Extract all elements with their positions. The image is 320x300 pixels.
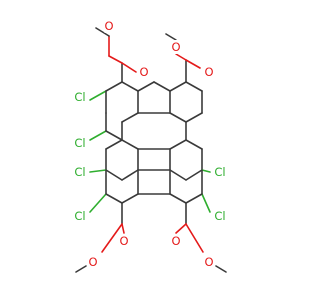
bond-18 <box>185 81 203 92</box>
bond-16 <box>153 81 171 92</box>
bond-8 <box>121 112 139 123</box>
atom-label-bg-o-ester-4a <box>171 234 181 248</box>
bond-26 <box>165 33 177 41</box>
bond-59 <box>75 265 87 273</box>
atom-label-bg-cl-5 <box>212 209 228 223</box>
bond-21 <box>169 112 187 123</box>
atom-label-bg-cl-3 <box>212 165 228 179</box>
atom-label-bg-o-ester-2b <box>204 65 214 79</box>
bond-58 <box>101 223 123 253</box>
bond-48 <box>121 193 139 204</box>
atom-label-bg-o-ester-1b <box>139 65 149 79</box>
bond-layer <box>75 27 227 273</box>
atom-label-bg-o-ester-4b <box>204 255 214 269</box>
bond-13 <box>95 27 110 37</box>
atom-label-o-ester-4b: O <box>204 255 213 269</box>
bond-5 <box>105 130 123 141</box>
bond-0 <box>89 90 107 101</box>
bond-47 <box>105 193 123 204</box>
bond-46 <box>89 193 107 213</box>
atom-label-o-ester-4a: O <box>171 234 180 248</box>
atom-label-bg-o-ester-3b <box>88 255 98 269</box>
bond-25 <box>175 53 187 61</box>
bond-17 <box>169 81 187 92</box>
bond-44 <box>201 169 211 173</box>
atom-label-cl-2: Cl <box>74 136 85 150</box>
bond-1 <box>89 130 107 141</box>
bond-31 <box>105 169 123 181</box>
bond-62 <box>185 223 204 253</box>
atom-label-cl-4: Cl <box>74 165 85 179</box>
atom-label-bg-cl-2 <box>72 136 88 150</box>
atom-label-o-ester-3a: O <box>119 234 128 248</box>
bond-15 <box>137 81 155 92</box>
atom-label-cl-5: Cl <box>214 209 225 223</box>
bond-11 <box>108 55 123 64</box>
atom-label-bg-cl-6 <box>72 209 88 223</box>
atom-label-cl-3: Cl <box>214 165 225 179</box>
bond-20 <box>185 112 203 123</box>
bond-27 <box>185 59 201 69</box>
bond-38 <box>169 169 187 181</box>
atom-label-bg-o-ester-2a <box>171 40 181 54</box>
bond-63 <box>215 265 227 273</box>
bond-2 <box>105 81 123 92</box>
bond-37 <box>185 169 203 181</box>
atom-label-bg-cl-1 <box>72 90 88 104</box>
atom-label-cl-6: Cl <box>74 209 85 223</box>
bond-61 <box>175 223 187 234</box>
bond-33 <box>105 139 123 150</box>
atom-label-o-ester-3b: O <box>88 255 97 269</box>
atom-label-o-ester-1b: O <box>139 65 148 79</box>
bond-40 <box>169 139 187 150</box>
bond-51 <box>201 193 211 213</box>
atom-label-o-ester-2a: O <box>171 40 180 54</box>
atom-label-bg-cl-4 <box>72 165 88 179</box>
bond-52 <box>185 193 203 204</box>
bond-28 <box>121 139 139 150</box>
bond-57 <box>121 223 125 234</box>
atom-label-bg-o-ester-3a <box>119 234 129 248</box>
bond-53 <box>169 193 187 204</box>
atom-label-o-ester-2b: O <box>204 65 213 79</box>
atom-label-bg-o-ester-1a <box>104 19 114 33</box>
bond-35 <box>185 139 203 150</box>
bond-6 <box>121 81 139 92</box>
bond-30 <box>121 169 139 181</box>
bond-43 <box>89 169 107 173</box>
atom-label-o-ester-1a: O <box>104 19 113 33</box>
bond-14 <box>121 62 137 73</box>
atom-label-cl-1: Cl <box>74 90 85 104</box>
